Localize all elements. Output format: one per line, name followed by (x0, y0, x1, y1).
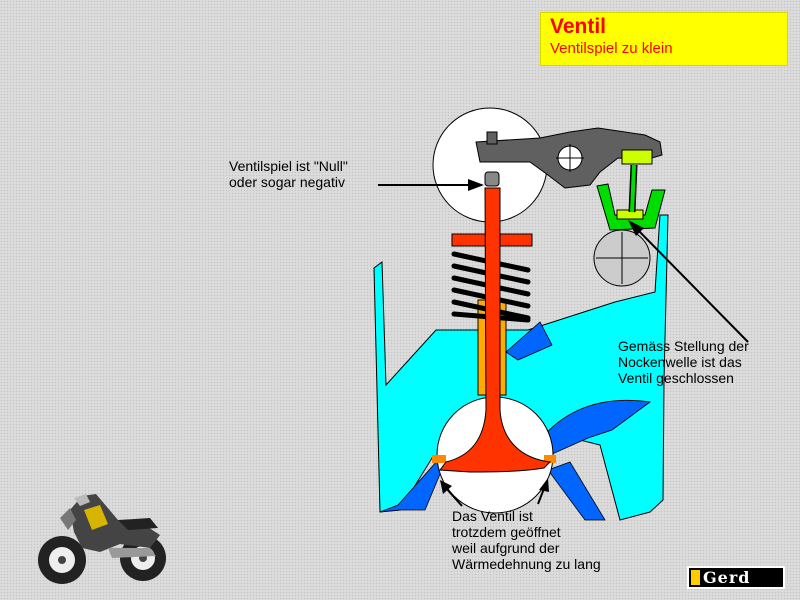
label-line: oder sogar negativ (229, 174, 345, 190)
pushrod (628, 164, 638, 213)
pushrod-cup (621, 149, 653, 165)
label-valve-open: Das Ventil ist trotzdem geöffnet weil au… (452, 508, 601, 572)
logo-stripe (691, 570, 700, 585)
label-line: Wärmedehnung zu lang (452, 556, 601, 572)
label-line: trotzdem geöffnet (452, 524, 561, 540)
label-clearance-null: Ventilspiel ist "Null" oder sogar negati… (229, 158, 348, 190)
title-subtitle: Ventilspiel zu klein (550, 40, 673, 57)
arrow-clearance (378, 179, 484, 191)
valve (439, 187, 552, 473)
motorcycle-illustration (38, 494, 166, 584)
title-main: Ventil (550, 15, 607, 38)
label-line: weil aufgrund der (452, 540, 560, 556)
tappet-bucket (596, 183, 666, 231)
arrow-camshaft (628, 220, 749, 343)
label-line: Gemäss Stellung der (618, 338, 749, 354)
valve-seat-left (432, 455, 446, 463)
arrow-open-left (440, 480, 463, 507)
label-line: Nockenwelle ist das (618, 354, 742, 370)
gerd-logo: Gerd (687, 566, 785, 589)
label-line: Das Ventil ist (452, 508, 533, 524)
exhaust-port-shadow (539, 399, 652, 456)
guide-port-shadow (505, 321, 553, 361)
exhaust-lower-shadow (547, 461, 606, 521)
logo-text: Gerd (703, 568, 751, 587)
valve-tip-cap (484, 171, 500, 187)
label-camshaft-position: Gemäss Stellung der Nockenwelle ist das … (618, 338, 749, 386)
arrow-open-right (537, 478, 549, 505)
label-line: Ventil geschlossen (618, 370, 734, 386)
label-line: Ventilspiel ist "Null" (229, 158, 348, 174)
valve-seat-right (544, 455, 556, 463)
title-box: Ventil Ventilspiel zu klein (540, 12, 788, 66)
rocker-adjuster (486, 131, 498, 145)
